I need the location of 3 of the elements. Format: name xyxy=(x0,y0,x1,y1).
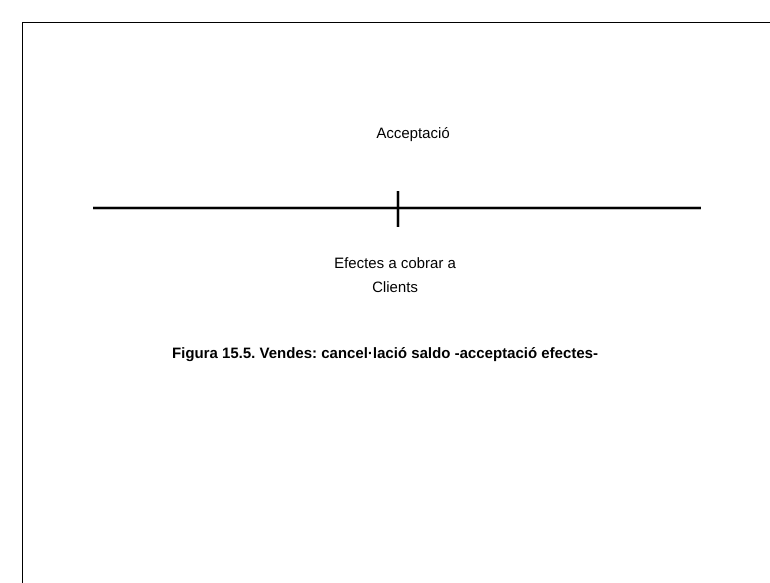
figure-caption: Figura 15.5. Vendes: cancel·lació saldo -acceptació efectes- xyxy=(170,345,599,362)
account-name: Efectes a cobrar a Clients xyxy=(333,254,457,298)
account-name: Acceptació xyxy=(375,124,451,144)
